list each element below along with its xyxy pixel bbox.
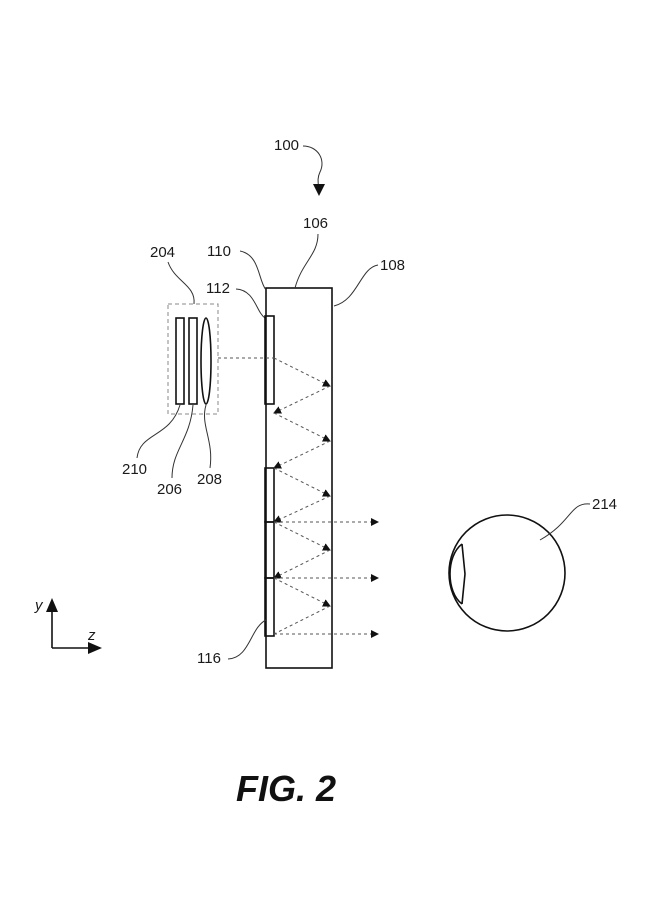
element-206 bbox=[188, 317, 198, 405]
label-206: 206 bbox=[157, 481, 182, 498]
label-116: 116 bbox=[197, 650, 221, 667]
eye-cornea bbox=[449, 543, 463, 605]
label-106: 106 bbox=[303, 215, 328, 232]
leader-100 bbox=[302, 145, 323, 189]
label-204: 204 bbox=[150, 244, 175, 261]
label-208: 208 bbox=[197, 471, 222, 488]
arrow-100-head bbox=[313, 184, 325, 196]
light-path bbox=[218, 357, 379, 638]
leader-214 bbox=[539, 503, 591, 541]
leader-210 bbox=[136, 404, 181, 459]
label-112: 112 bbox=[206, 280, 230, 297]
leader-204 bbox=[167, 261, 195, 305]
label-100: 100 bbox=[274, 137, 299, 154]
leader-106 bbox=[294, 233, 319, 289]
waveguide-106 bbox=[265, 287, 333, 669]
leader-108 bbox=[333, 264, 379, 307]
leader-112 bbox=[235, 288, 266, 319]
eye-214 bbox=[448, 514, 566, 632]
lens-208 bbox=[200, 317, 212, 405]
leader-110 bbox=[239, 250, 267, 291]
eye-lens-line bbox=[461, 543, 466, 605]
leader-116 bbox=[227, 619, 267, 660]
in-coupler-112 bbox=[264, 315, 275, 405]
label-210: 210 bbox=[122, 461, 147, 478]
label-108: 108 bbox=[380, 257, 405, 274]
axis-y-label: y bbox=[34, 597, 44, 614]
projector-204-box bbox=[167, 303, 219, 415]
figure-caption: FIG. 2 bbox=[236, 768, 336, 809]
out-coupler-116-c bbox=[264, 577, 275, 637]
coordinate-axes bbox=[46, 598, 102, 654]
element-210 bbox=[175, 317, 185, 405]
axis-z-label: z bbox=[87, 627, 96, 644]
leader-208 bbox=[204, 404, 212, 469]
leader-206 bbox=[171, 404, 194, 479]
label-214: 214 bbox=[592, 496, 617, 513]
label-110: 110 bbox=[207, 243, 231, 260]
